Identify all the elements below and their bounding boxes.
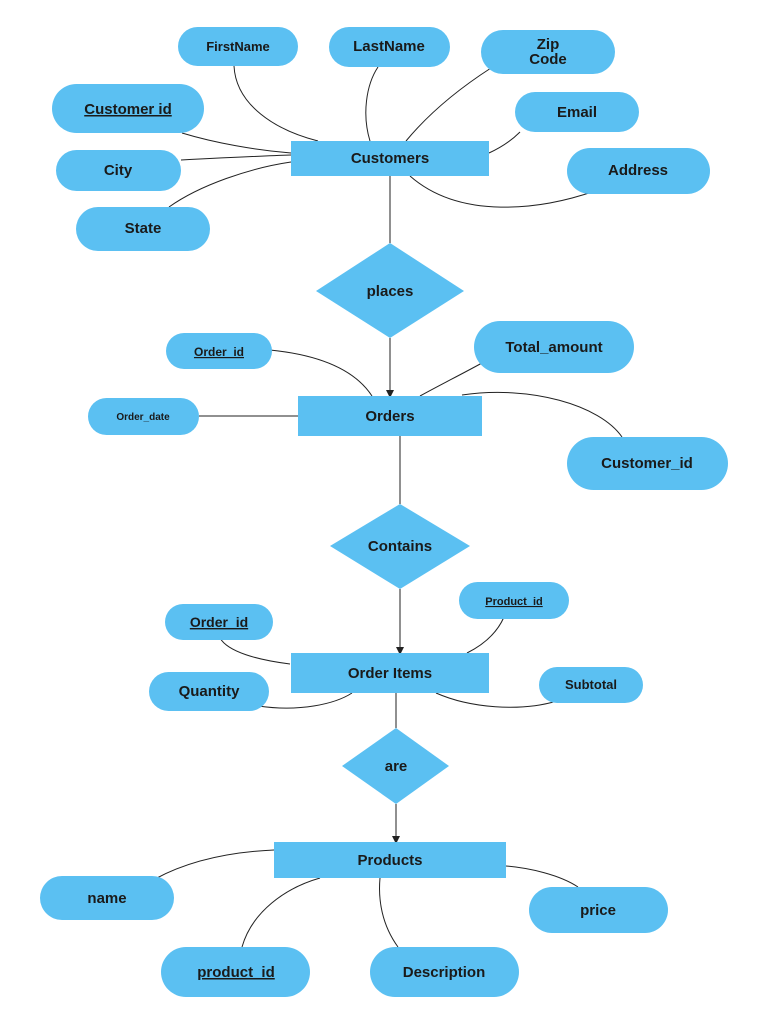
attr-label: Quantity [179, 683, 240, 700]
connector-lines [154, 65, 623, 948]
relationship-diamond [316, 243, 464, 338]
attr-label: Total_amount [505, 339, 602, 356]
attr-lastname: LastName [329, 27, 450, 67]
attr-label: Product_id [485, 596, 542, 608]
relationship-label: places [367, 283, 414, 300]
line-description-products [379, 877, 399, 948]
line-orderid-orders [269, 349, 373, 397]
attr-label: Customer_id [601, 455, 693, 472]
line-productid-products [241, 877, 321, 948]
entity-order-items: Order Items [291, 653, 489, 693]
line-city-customers [180, 154, 292, 161]
entity-label: Products [357, 852, 422, 869]
attr-order-date: Order_date [88, 398, 199, 435]
entity-label: Orders [365, 408, 414, 425]
relationship-diamond [330, 504, 470, 589]
attr-label: FirstName [206, 39, 270, 54]
attr-label: Order_id [194, 345, 244, 359]
attr-zipcode: Zip Code [481, 30, 615, 74]
relationship-are: are [342, 728, 449, 804]
line-customerid-customers [181, 132, 292, 154]
attr-customer-id-key: Customer id [52, 84, 204, 133]
attr-city: City [56, 150, 181, 191]
attr-label: Subtotal [565, 677, 617, 692]
line-address-customers [409, 175, 596, 208]
relationship-label: are [385, 758, 408, 775]
entity-orders: Orders [298, 396, 482, 436]
attr-label: Order_id [190, 614, 248, 630]
entity-customers: Customers [291, 141, 489, 176]
entity-label: Order Items [348, 665, 432, 682]
line-orderid-orderitems [219, 637, 291, 665]
attr-total-amount: Total_amount [474, 321, 634, 373]
line-totalamount-orders [419, 362, 483, 397]
attr-label: product_id [197, 964, 275, 981]
line-price-products [505, 865, 579, 888]
line-customerid-orders [461, 391, 623, 438]
entity-box [291, 141, 489, 176]
line-subtotal-orderitems [435, 692, 558, 708]
attr-label: name [87, 890, 126, 907]
line-quantity-orderitems [257, 692, 353, 709]
entity-box [291, 653, 489, 693]
relationship-label: Contains [368, 538, 432, 555]
attr-orders-order-id-key: Order_id [166, 333, 272, 369]
line-firstname-customers [233, 65, 319, 142]
attr-label: State [125, 220, 162, 237]
entity-label: Customers [351, 150, 429, 167]
attr-label: Address [608, 162, 668, 179]
attr-products-product-id-key: product_id [161, 947, 310, 997]
relationship-contains: Contains [330, 504, 470, 589]
attr-price: price [529, 887, 668, 933]
attr-state: State [76, 207, 210, 251]
relationship-places: places [316, 243, 464, 338]
line-name-products [154, 849, 275, 880]
attr-orders-customer-id: Customer_id [567, 437, 728, 490]
attr-quantity: Quantity [149, 672, 269, 711]
relationship-diamond [342, 728, 449, 804]
attr-name: name [40, 876, 174, 920]
attr-label: Description [403, 964, 486, 981]
attr-label-line2: Code [529, 51, 567, 68]
attr-label: Customer id [84, 101, 172, 118]
line-state-customers [168, 161, 292, 208]
attr-firstname: FirstName [178, 27, 298, 66]
attr-label-line1: Zip [537, 36, 560, 53]
line-productid-orderitems [466, 616, 505, 654]
attr-email: Email [515, 92, 639, 132]
entity-box [298, 396, 482, 436]
attr-label: Order_date [116, 412, 170, 423]
attr-subtotal: Subtotal [539, 667, 643, 703]
entity-box [274, 842, 506, 878]
line-email-customers [488, 131, 521, 154]
entity-products: Products [274, 842, 506, 878]
attr-label: Email [557, 104, 597, 121]
attr-label: price [580, 902, 616, 919]
attr-label: City [104, 162, 133, 179]
attr-address: Address [567, 148, 710, 194]
line-lastname-customers [365, 66, 379, 142]
attr-orderitems-product-id-key: Product_id [459, 582, 569, 619]
attr-description: Description [370, 947, 519, 997]
attr-label: LastName [353, 38, 425, 55]
line-zipcode-customers [405, 67, 492, 142]
attr-orderitems-order-id-key: Order_id [165, 604, 273, 640]
